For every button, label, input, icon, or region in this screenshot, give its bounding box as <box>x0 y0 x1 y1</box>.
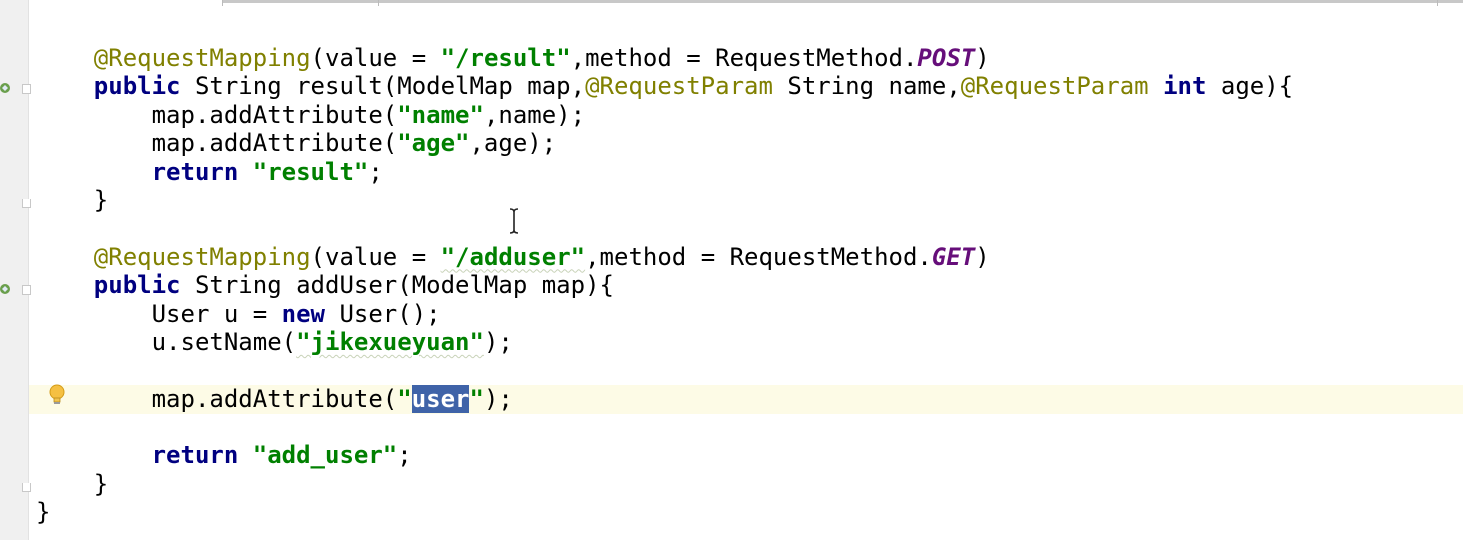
code-line[interactable]: map.addAttribute("age",age); <box>36 129 1293 157</box>
code-token: "name" <box>397 100 484 129</box>
code-token <box>36 441 152 469</box>
code-token: String result(ModelMap map, <box>180 72 586 101</box>
code-token: "age" <box>397 129 470 158</box>
code-token: GET <box>931 242 976 271</box>
lightbulb-icon[interactable] <box>48 384 66 408</box>
code-token: public <box>93 72 181 101</box>
code-token: User u = <box>36 299 282 328</box>
code-token: ; <box>397 441 412 470</box>
code-token: ,method = RequestMethod. <box>585 242 932 271</box>
code-line[interactable]: public String addUser(ModelMap map){ <box>36 271 1293 299</box>
fold-end-marker[interactable] <box>22 483 31 492</box>
code-token: User(); <box>325 299 441 328</box>
code-token: return <box>151 441 239 470</box>
text-cursor-icon <box>509 208 519 234</box>
code-line[interactable]: User u = new User(); <box>36 300 1293 328</box>
code-token: map.addAttribute( <box>36 384 398 413</box>
code-line[interactable] <box>36 214 1293 242</box>
code-token: @RequestParam <box>960 72 1149 101</box>
code-token: "result" <box>252 157 369 186</box>
fold-toggle[interactable] <box>22 285 31 295</box>
selected-text: user <box>411 384 470 413</box>
current-line-highlight <box>29 385 1463 414</box>
code-token: new <box>281 299 325 328</box>
code-line[interactable]: return "add_user"; <box>36 441 1293 469</box>
code-token: ,method = RequestMethod. <box>570 44 918 72</box>
code-line[interactable]: public String result(ModelMap map,@Reque… <box>36 72 1293 100</box>
code-token <box>238 441 252 469</box>
code-token: @RequestMapping <box>93 242 311 271</box>
code-token: map.addAttribute( <box>36 100 398 129</box>
code-token: public <box>93 271 181 300</box>
code-token: " <box>397 384 412 413</box>
code-token: "/result" <box>440 44 571 72</box>
code-token <box>36 72 94 100</box>
code-token: String addUser(ModelMap map){ <box>180 271 614 300</box>
code-token <box>238 158 252 186</box>
code-line[interactable]: } <box>36 186 1293 214</box>
code-token: POST <box>917 44 976 72</box>
tab-bar-border <box>222 0 1463 3</box>
code-line[interactable]: map.addAttribute("user"); <box>36 384 1293 413</box>
code-token <box>36 243 94 271</box>
code-token: ); <box>483 327 513 356</box>
tab-divider <box>378 0 379 6</box>
code-token: String name, <box>772 72 961 101</box>
code-token: ) <box>975 44 990 72</box>
code-token: int <box>1163 72 1207 101</box>
code-line[interactable]: return "result"; <box>36 158 1293 186</box>
code-token: @RequestMapping <box>93 44 311 72</box>
code-line[interactable]: @RequestMapping(value = "/adduser",metho… <box>36 243 1293 271</box>
code-token: } <box>36 185 109 214</box>
code-token: @RequestParam <box>585 72 773 101</box>
code-line[interactable] <box>36 356 1293 384</box>
code-token: ; <box>368 157 383 186</box>
code-token: ,name); <box>483 100 586 129</box>
code-token: ); <box>483 384 513 413</box>
code-token: } <box>36 498 51 527</box>
editor-gutter[interactable] <box>0 0 29 540</box>
code-token: u.setName( <box>36 327 297 356</box>
code-token <box>36 271 94 299</box>
code-token <box>36 44 94 72</box>
code-token: } <box>36 469 109 498</box>
code-token <box>36 158 152 186</box>
code-line[interactable]: map.addAttribute("name",name); <box>36 101 1293 129</box>
request-mapping-icon[interactable] <box>0 82 12 94</box>
code-token: age){ <box>1206 72 1294 101</box>
code-token <box>1149 72 1163 100</box>
fold-end-marker[interactable] <box>22 199 31 208</box>
code-token: (value = <box>310 242 441 271</box>
code-token: "add_user" <box>252 441 398 470</box>
tab-divider <box>1437 0 1438 6</box>
code-line[interactable]: } <box>36 498 1293 526</box>
code-content[interactable]: @RequestMapping(value = "/result",method… <box>36 44 1293 527</box>
fold-toggle[interactable] <box>22 84 31 94</box>
tab-divider <box>222 0 223 6</box>
code-token: return <box>151 157 239 186</box>
request-mapping-icon[interactable] <box>0 283 12 295</box>
code-line[interactable] <box>36 413 1293 441</box>
code-token: map.addAttribute( <box>36 129 398 158</box>
code-token: "/adduser" <box>440 242 586 271</box>
code-line[interactable]: @RequestMapping(value = "/result",method… <box>36 44 1293 72</box>
code-line[interactable]: } <box>36 470 1293 498</box>
code-token: (value = <box>310 44 441 72</box>
code-token: "jikexueyuan" <box>296 327 484 356</box>
code-token: " <box>469 384 484 413</box>
editor-top-strip <box>0 0 1463 8</box>
code-token: ) <box>975 242 990 271</box>
code-token: ,age); <box>469 129 557 158</box>
code-line[interactable]: u.setName("jikexueyuan"); <box>36 328 1293 356</box>
